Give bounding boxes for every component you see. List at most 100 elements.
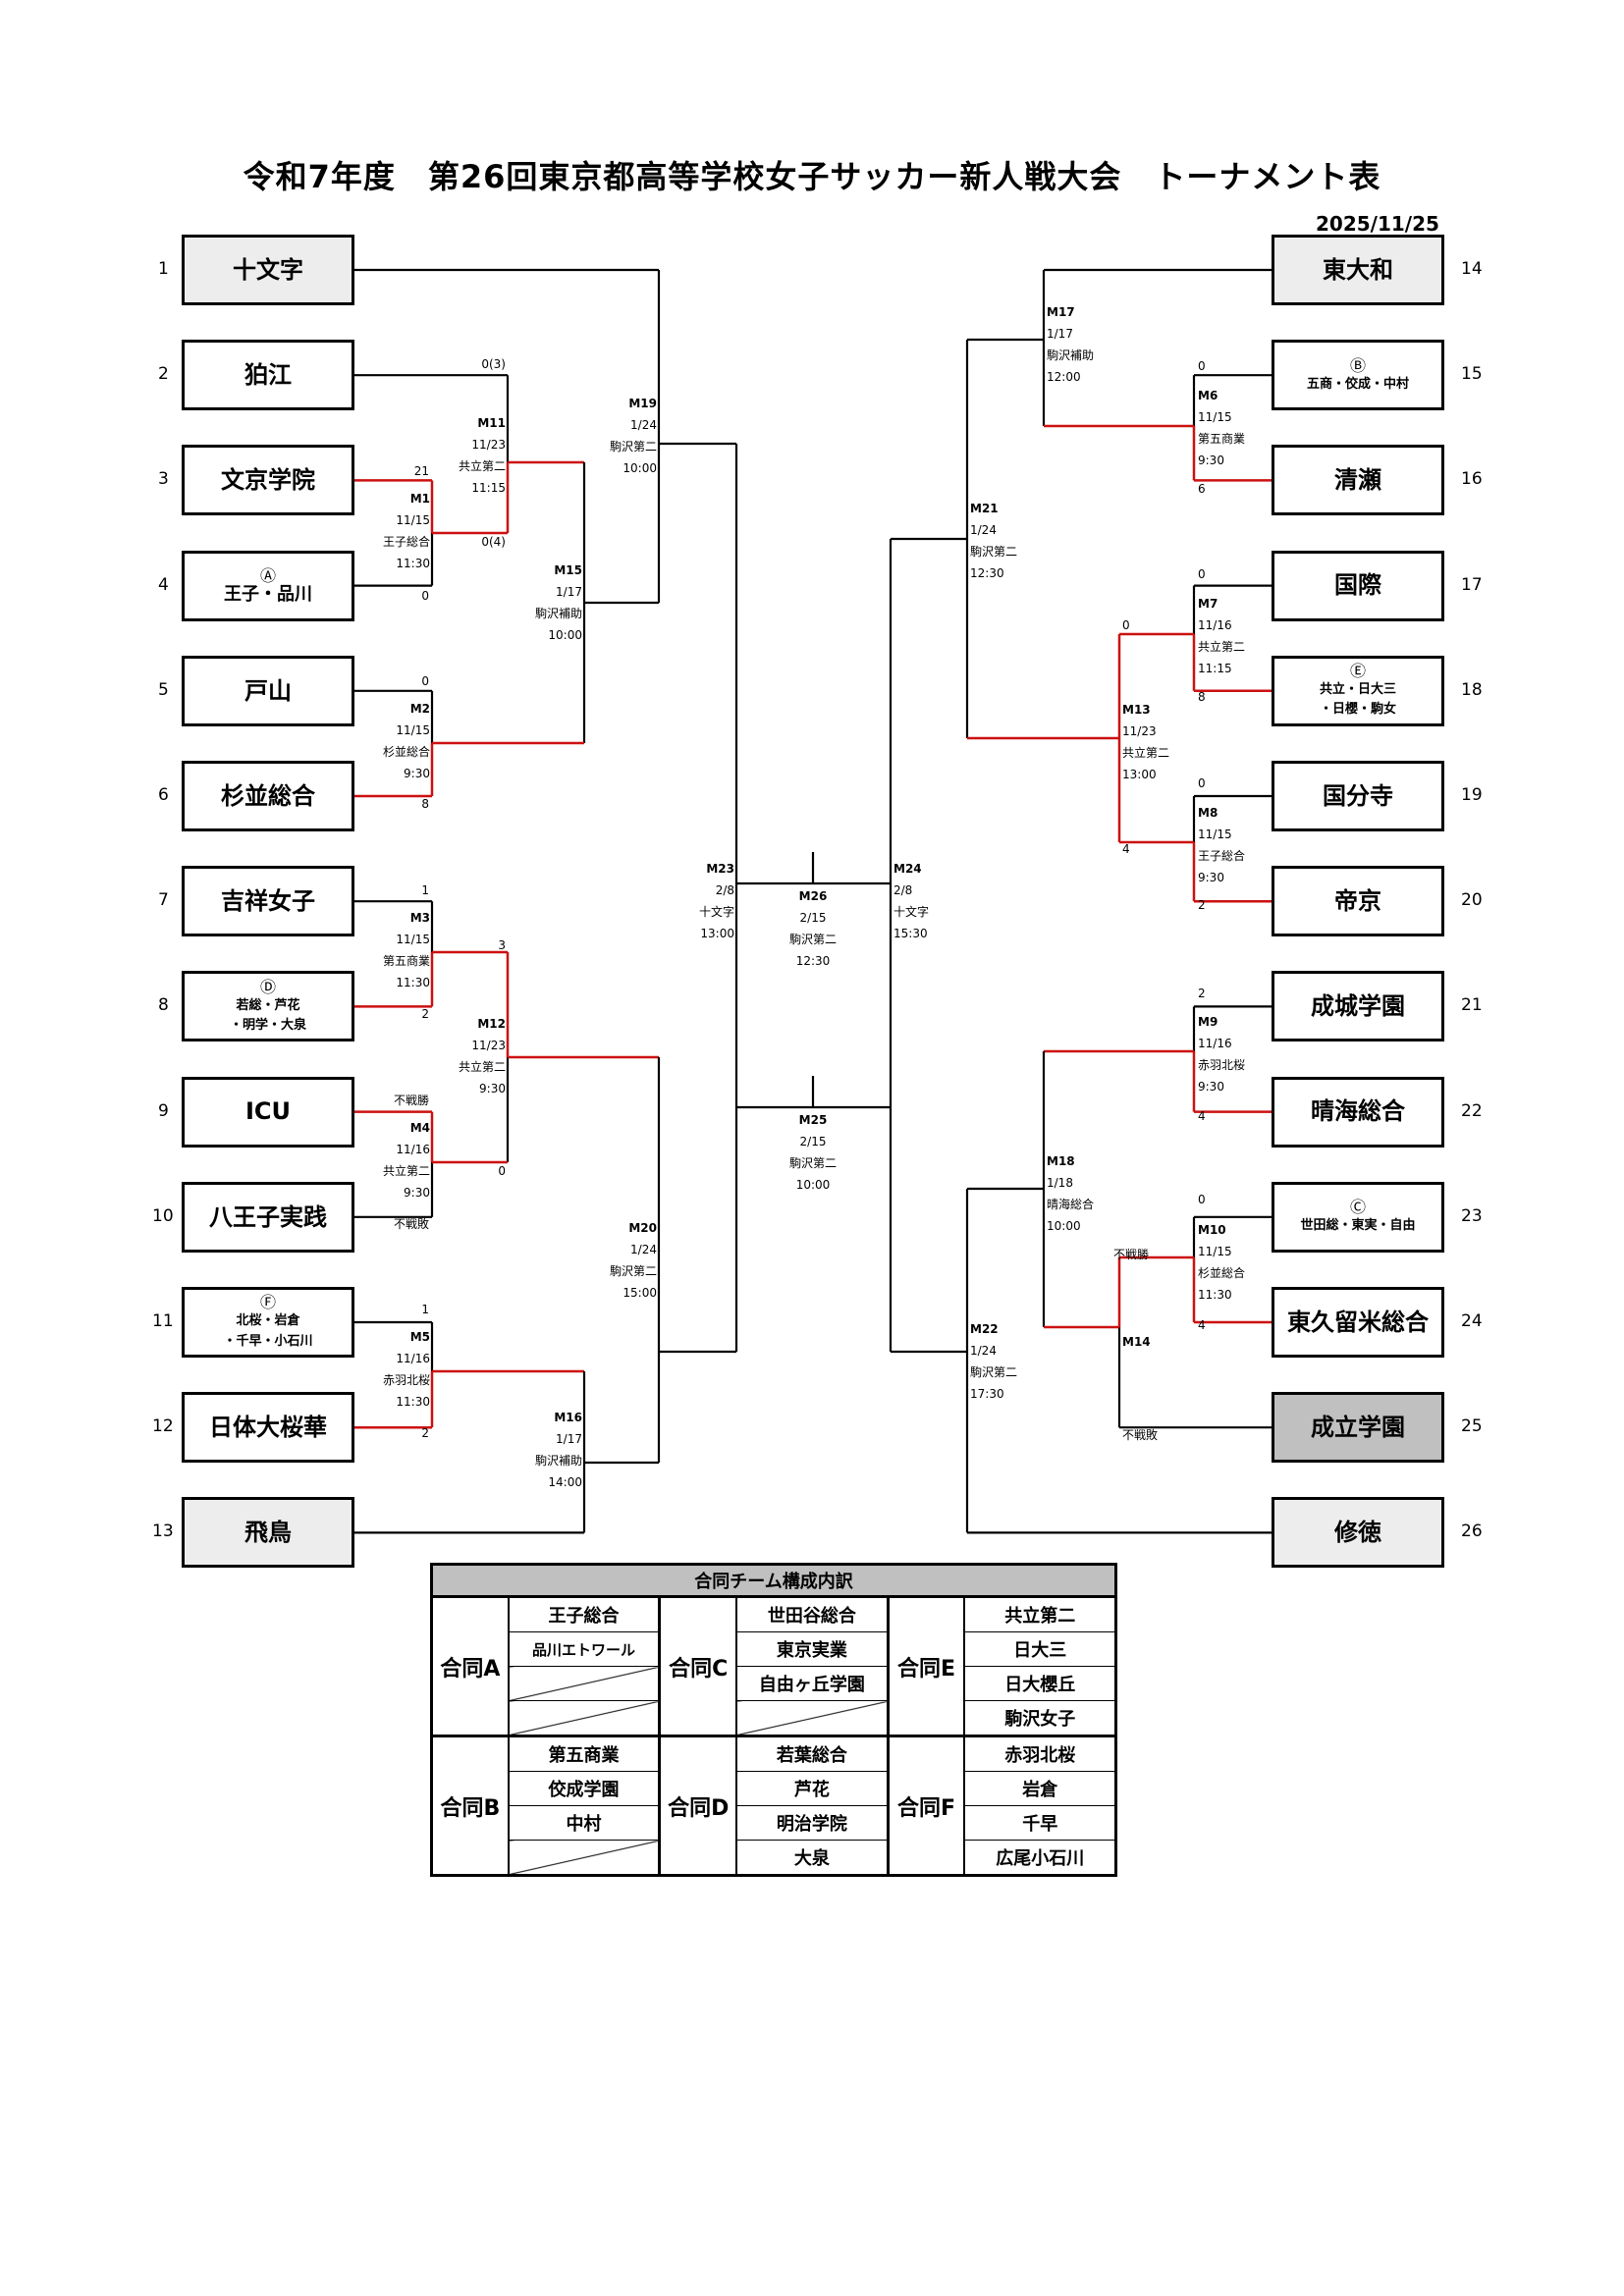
match-id: M23 [706,862,734,876]
seed-number: 20 [1461,890,1483,911]
match-date: 2/15 [799,911,827,925]
joint-table-row: 駒沢女子 [432,1700,1117,1736]
score-m10-top: 0 [1198,1193,1206,1206]
match-time: 9:30 [479,1082,506,1095]
team-name: 文京学院 [221,466,315,495]
score-m4-bottom: 不戦敗 [393,1217,429,1231]
match-time: 12:00 [1047,370,1081,384]
team-name: 修徳 [1334,1519,1381,1547]
seed-number: 23 [1461,1205,1483,1226]
match-venue: 共立第二 [458,1060,506,1074]
match-id: M14 [1122,1335,1151,1349]
team-name: ICU [244,1097,292,1126]
team-members: ・明学・大泉 [229,1017,306,1033]
team-name: 東大和 [1323,255,1393,284]
seed-number: 9 [158,1100,169,1121]
joint-team-mark: Ⓐ [259,566,276,586]
seed-number: 12 [152,1416,174,1437]
match-date: 11/23 [471,1039,506,1052]
joint-team-mark: Ⓑ [1349,355,1366,375]
match-id: M1 [409,492,430,506]
team-name: 国分寺 [1323,781,1393,810]
joint-member: 自由ヶ丘学園 [735,1666,889,1701]
joint-member-empty [508,1840,661,1876]
team-box-5: 戸山 [182,655,354,726]
joint-member: 日大櫻丘 [963,1666,1117,1701]
match-date: 11/15 [1198,828,1232,841]
joint-team-mark: Ⓒ [1349,1198,1366,1217]
team-name: 成立学園 [1311,1413,1405,1441]
match-time: 9:30 [1198,1080,1224,1094]
team-box-6: 杉並総合 [182,761,354,831]
score-m3-top: 1 [421,883,429,897]
match-venue: 共立第二 [1198,640,1246,654]
match-id: M26 [798,889,828,903]
match-venue: 駒沢第二 [970,545,1018,559]
joint-member: 明治学院 [735,1805,889,1841]
match-time: 12:30 [970,566,1004,580]
score-m12-top: 3 [498,938,506,952]
match-date: 11/16 [396,1352,430,1365]
score-m7-top: 0 [1198,567,1206,581]
match-id: M24 [893,862,922,876]
score-m1-top: 21 [413,464,429,478]
joint-table-row: 中村 明治学院 千早 [432,1805,1117,1841]
joint-table-title: 合同チーム構成内訳 [431,1564,1116,1598]
joint-member: 佼成学園 [508,1771,661,1806]
match-date: 11/16 [1198,1037,1232,1050]
joint-member: 千早 [963,1805,1117,1841]
match-id: M7 [1198,597,1218,611]
joint-member: 広尾小石川 [963,1840,1117,1876]
match-time: 13:00 [700,927,734,940]
seed-number: 11 [152,1311,174,1331]
score-m5-top: 1 [421,1303,429,1316]
joint-member: 中村 [508,1805,661,1841]
joint-member: 品川エトワール [508,1631,661,1667]
match-date: 1/24 [630,418,657,432]
match-id: M9 [1198,1015,1218,1029]
match-id: M15 [554,563,582,577]
match-time: 15:30 [893,927,928,940]
seed-number: 4 [158,574,169,595]
joint-member: 第五商業 [508,1735,661,1772]
match-venue: 赤羽北桜 [382,1373,430,1387]
seed-number: 3 [158,469,169,490]
match-venue: 晴海総合 [1047,1198,1095,1211]
match-id: M13 [1122,703,1151,717]
issue-date: 2025/11/25 [1316,212,1439,236]
match-date: 11/15 [396,513,430,527]
match-date: 11/15 [396,933,430,946]
joint-group-name: 合同A [429,1596,510,1736]
score-m12-bottom: 0 [498,1164,506,1178]
match-time: 10:00 [548,628,582,642]
joint-member: 若葉総合 [735,1735,889,1772]
match-time: 12:30 [795,954,831,968]
joint-member: 日大三 [963,1631,1117,1667]
team-box-21: 成城学園 [1272,971,1444,1042]
match-time: 9:30 [404,767,430,780]
match-date: 11/15 [1198,410,1232,424]
seed-number: 1 [158,259,169,279]
match-time: 11:30 [1198,1288,1232,1302]
match-venue: 第五商業 [1198,432,1246,446]
team-members: ・千早・小石川 [223,1333,313,1349]
match-id: M20 [628,1221,657,1235]
score-m9-top: 2 [1198,987,1206,1000]
seed-number: 6 [158,785,169,805]
joint-group-name: 合同E [886,1596,966,1736]
match-time: 10:00 [623,461,657,475]
seed-number: 13 [152,1522,174,1542]
seed-number: 14 [1461,259,1483,279]
match-time: 11:30 [396,557,430,570]
match-date: 2/15 [799,1135,827,1148]
